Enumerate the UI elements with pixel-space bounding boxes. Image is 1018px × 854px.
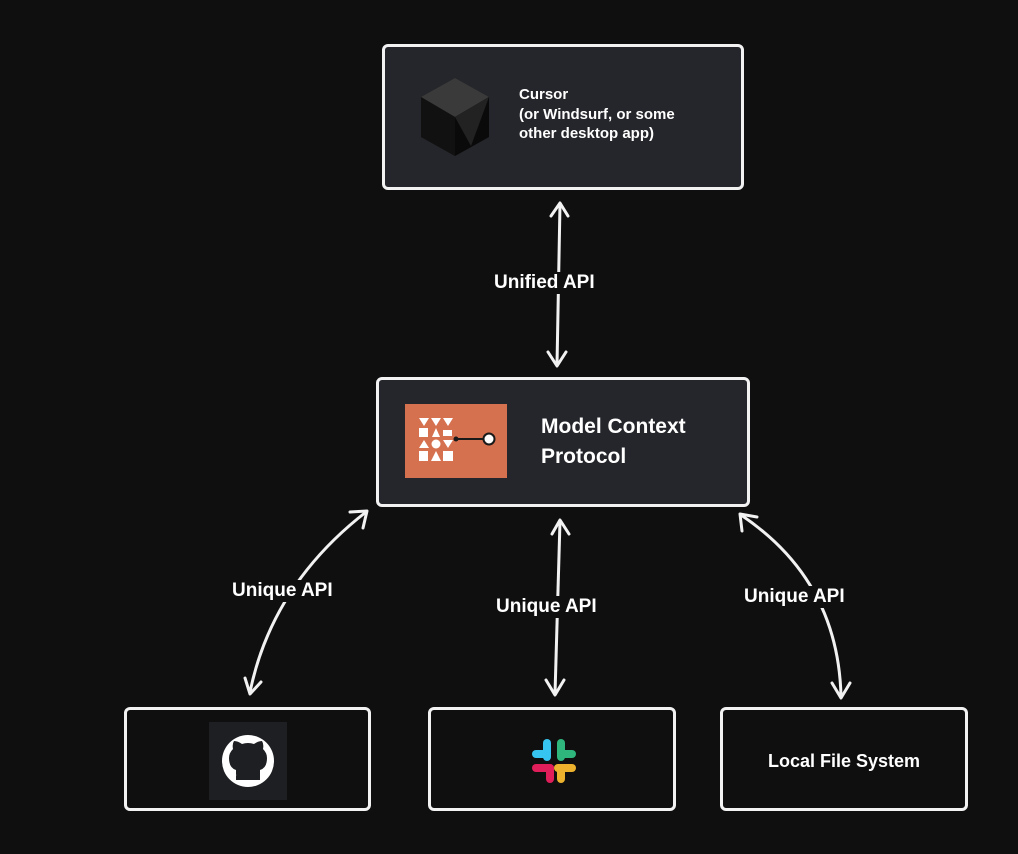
client-app-node: Cursor (or Windsurf, or some other deskt… [382, 44, 744, 190]
edge-github [243, 509, 369, 696]
filesystem-unique-api-label: Unique API [740, 586, 849, 608]
filesystem-node: Local File System [720, 707, 968, 811]
github-unique-api-label: Unique API [228, 580, 337, 602]
cursor-logo-icon [421, 78, 489, 156]
mcp-node: Model Context Protocol [376, 377, 750, 507]
unified-api-label: Unified API [490, 272, 599, 294]
client-app-text: Cursor (or Windsurf, or some other deskt… [519, 86, 675, 142]
mcp-text: Model Context Protocol [541, 415, 686, 469]
slack-icon [532, 739, 576, 783]
slack-node [428, 707, 676, 811]
slack-unique-api-label: Unique API [492, 596, 601, 618]
filesystem-text: Local File System [767, 751, 921, 771]
github-node [124, 707, 371, 811]
github-icon [209, 722, 287, 800]
mcp-logo-icon [405, 404, 507, 478]
